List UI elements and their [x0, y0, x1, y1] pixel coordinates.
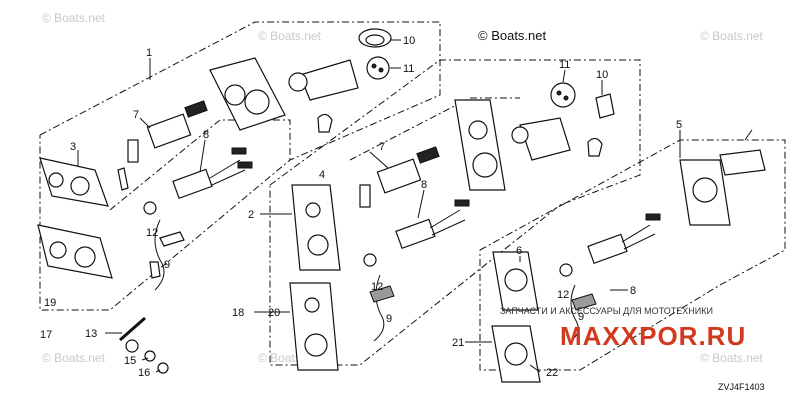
callout-12-right: 12 — [557, 289, 569, 301]
grommet-11 — [366, 56, 390, 80]
callout-8: 8 — [203, 129, 209, 141]
watermark-faint: © Boats.net — [700, 351, 764, 365]
callout-9: 9 — [164, 259, 170, 271]
callout-8-centre: 8 — [421, 179, 427, 191]
mounting-bezel-1 — [209, 57, 286, 131]
callout-5: 5 — [676, 119, 682, 131]
lanyard-9-centre — [373, 274, 385, 342]
watermark-main: © Boats.net — [478, 28, 547, 43]
bracket-10-centre — [595, 93, 615, 119]
mounting-bezel-5 — [679, 159, 731, 226]
callout-9-centre: 9 — [386, 313, 392, 325]
washer-16 — [157, 362, 169, 374]
face-plate-6 — [492, 251, 539, 311]
clamp-part-centre — [587, 137, 603, 157]
callout-21: 21 — [452, 337, 464, 349]
callout-6: 6 — [516, 245, 522, 257]
bracket-10 — [358, 28, 392, 48]
callout-9-right: 9 — [578, 311, 584, 323]
stop-switch-8-right — [559, 213, 661, 277]
stop-switch-8 — [143, 147, 253, 215]
nut-13b — [125, 339, 139, 353]
key-switch-7-centre — [359, 146, 440, 208]
callout-10: 10 — [403, 35, 415, 47]
watermark-faint: © Boats.net — [42, 351, 106, 365]
face-plate-22 — [491, 325, 541, 383]
face-plate-4 — [291, 184, 341, 271]
callout-7-centre: 7 — [379, 141, 385, 153]
callout-17: 17 — [40, 329, 52, 341]
bolt-13 — [119, 316, 146, 342]
grommet-11-centre — [550, 82, 576, 108]
watermark-faint: © Boats.net — [700, 29, 764, 43]
bracket-arm-centre — [511, 117, 571, 161]
callout-4: 4 — [319, 169, 325, 181]
callout-12: 12 — [146, 227, 158, 239]
face-plate-3 — [39, 157, 109, 207]
clip-12-centre — [369, 285, 395, 303]
group-5-outline — [479, 139, 786, 371]
watermark-faint: © Boats.net — [258, 29, 322, 43]
callout-8-right: 8 — [630, 285, 636, 297]
clip-12 — [159, 231, 185, 247]
diagram-reference-code: ZVJ4F1403 — [718, 382, 765, 392]
lanyard-9-right — [570, 284, 579, 342]
bracket-arm-5 — [719, 129, 766, 176]
callout-13: 13 — [85, 328, 97, 340]
bracket-arm — [288, 59, 359, 101]
callout-12-centre: 12 — [371, 281, 383, 293]
callout-20: 20 — [268, 307, 280, 319]
callout-3: 3 — [70, 141, 76, 153]
stamp-tagline: ЗАПЧАСТИ И АКСЕССУАРЫ ДЛЯ МОТОТЕХНИКИ — [500, 306, 713, 316]
callout-19: 19 — [44, 297, 56, 309]
callout-11: 11 — [403, 63, 414, 75]
callout-7: 7 — [133, 109, 139, 121]
callout-leaders — [77, 39, 681, 373]
clip-12-right — [571, 293, 597, 311]
callout-18: 18 — [232, 307, 244, 319]
callout-10-centre: 10 — [596, 69, 608, 81]
callout-labels: 1 3 7 8 10 11 12 9 19 17 13 15 16 2 4 7 … — [40, 35, 682, 379]
faint-watermarks: © Boats.net © Boats.net © Boats.net © Bo… — [42, 11, 764, 365]
mounting-bezel-2 — [454, 99, 506, 191]
callout-11-centre: 11 — [559, 59, 570, 71]
face-plate-20 — [289, 282, 339, 371]
key-switch-7 — [117, 100, 208, 191]
stop-switch-8-centre — [363, 199, 470, 267]
callout-2: 2 — [248, 209, 254, 221]
dealer-stamp: ЗАПЧАСТИ И АКСЕССУАРЫ ДЛЯ МОТОТЕХНИКИ MA… — [500, 306, 746, 351]
callout-16: 16 — [138, 367, 150, 379]
group-2-outline — [269, 59, 641, 366]
stamp-brand: MAXXPOR.RU — [560, 321, 746, 351]
face-plate-19 — [37, 224, 113, 279]
callout-15: 15 — [124, 355, 136, 367]
watermark-faint: © Boats.net — [42, 11, 106, 25]
clamp-part — [317, 113, 333, 133]
callout-22: 22 — [546, 367, 558, 379]
lanyard-9 — [149, 219, 165, 291]
callout-1: 1 — [146, 47, 152, 59]
nut-15 — [144, 350, 156, 362]
